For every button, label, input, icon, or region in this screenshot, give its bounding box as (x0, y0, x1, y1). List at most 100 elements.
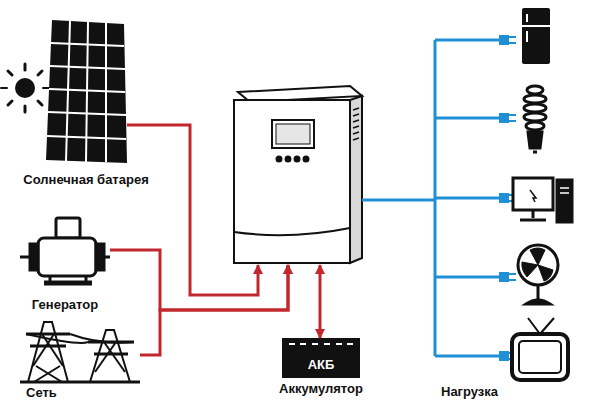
sun-icon (8, 71, 12, 75)
tv-icon (519, 341, 561, 373)
plug-symbol (508, 120, 516, 122)
computer-icon (557, 180, 572, 222)
inverter-body (234, 86, 362, 263)
load-group: Нагрузка (435, 5, 580, 381)
inverter-body (353, 138, 359, 140)
power-grid-icon (70, 334, 134, 343)
sun-icon (24, 64, 27, 70)
node-caption: Сеть (26, 386, 57, 400)
generator-icon (20, 256, 30, 259)
node-caption: Аккумулятор (279, 382, 363, 396)
fridge-icon (522, 8, 550, 64)
inverter-body (353, 132, 359, 134)
solar-panel-icon (66, 21, 70, 161)
tv-icon (512, 334, 568, 380)
tv-icon (540, 318, 554, 334)
plug-symbol (508, 114, 516, 116)
battery-icon (324, 343, 330, 345)
inverter-body (276, 124, 310, 144)
solar-panel-icon (105, 23, 107, 162)
plug-symbol (500, 273, 508, 281)
generator: Генератор (20, 215, 110, 290)
solar-panel-icon (46, 20, 127, 163)
computer-icon (532, 210, 535, 218)
computer-icon (560, 192, 569, 194)
inverter-body (277, 157, 282, 162)
node-caption: Генератор (32, 298, 98, 312)
lamp-icon (526, 122, 544, 130)
solar-panel-icon (47, 21, 126, 162)
computer-icon (560, 187, 569, 189)
sun-icon (38, 71, 42, 75)
battery-icon (282, 338, 360, 378)
sun-icon (43, 87, 49, 89)
inverter-body (353, 108, 359, 140)
power-grid-icon (20, 322, 140, 382)
solar-panel-icon (47, 136, 126, 139)
battery-icon (312, 343, 318, 345)
solar-panel-icon (46, 20, 127, 163)
inverter-body (234, 100, 350, 263)
plug-symbol (500, 36, 508, 44)
power-grid-icon (36, 366, 62, 382)
sun-icon (38, 101, 42, 105)
power-grid-icon (20, 381, 140, 384)
sun-icon (15, 78, 35, 98)
solar-panel-icon (86, 22, 88, 162)
plug-symbol (508, 36, 516, 38)
fan-icon (526, 300, 550, 304)
inverter (232, 85, 362, 265)
inverter-body (295, 157, 300, 162)
load-bus-wire (435, 276, 500, 279)
lamp-icon (527, 86, 543, 94)
fan-icon (518, 245, 558, 285)
load-bus-wire (435, 355, 500, 358)
sun-icon (1, 64, 49, 112)
plug-symbol (508, 273, 516, 275)
computer-icon (513, 178, 553, 210)
generator-icon (30, 244, 38, 270)
fridge-icon (526, 31, 528, 42)
fan-icon (537, 285, 540, 300)
plug-symbol (500, 114, 508, 122)
inverter-body (350, 96, 362, 263)
lamp-icon (524, 95, 546, 103)
generator-icon (49, 276, 52, 283)
inverter-body (234, 228, 350, 235)
fan-icon (530, 248, 545, 265)
battery-icon (347, 343, 353, 345)
tv-icon (512, 318, 568, 380)
battery-icon (336, 343, 342, 345)
lamp-icon (524, 104, 546, 112)
plug-symbol (500, 352, 508, 360)
sun-icon (8, 101, 12, 105)
connector-line (110, 250, 288, 310)
lamp-icon (533, 151, 537, 154)
fan-icon (518, 245, 558, 304)
battery-icon (282, 338, 360, 378)
power-grid-icon (28, 322, 68, 382)
fan-icon (538, 265, 553, 281)
inverter-body (353, 120, 359, 122)
power-grid-icon (90, 330, 130, 382)
lamp-icon (524, 113, 546, 121)
power-grid-icon (104, 342, 125, 372)
battery-label: АКБ (308, 358, 335, 372)
battery: АКБАккумулятор (282, 338, 360, 378)
battery-icon (300, 343, 306, 345)
battery-icon (289, 343, 353, 345)
inverter-body (353, 108, 359, 110)
sun-icon (1, 87, 7, 89)
inverter-body (304, 157, 309, 162)
fridge-icon (522, 25, 550, 27)
inverter-body (353, 114, 359, 116)
generator-icon (85, 276, 88, 283)
connector-line (140, 265, 288, 355)
power-grid-icon (26, 334, 88, 343)
computer-icon (513, 178, 572, 222)
load-bus-wire (435, 39, 500, 42)
power-grid-icon (34, 366, 60, 382)
